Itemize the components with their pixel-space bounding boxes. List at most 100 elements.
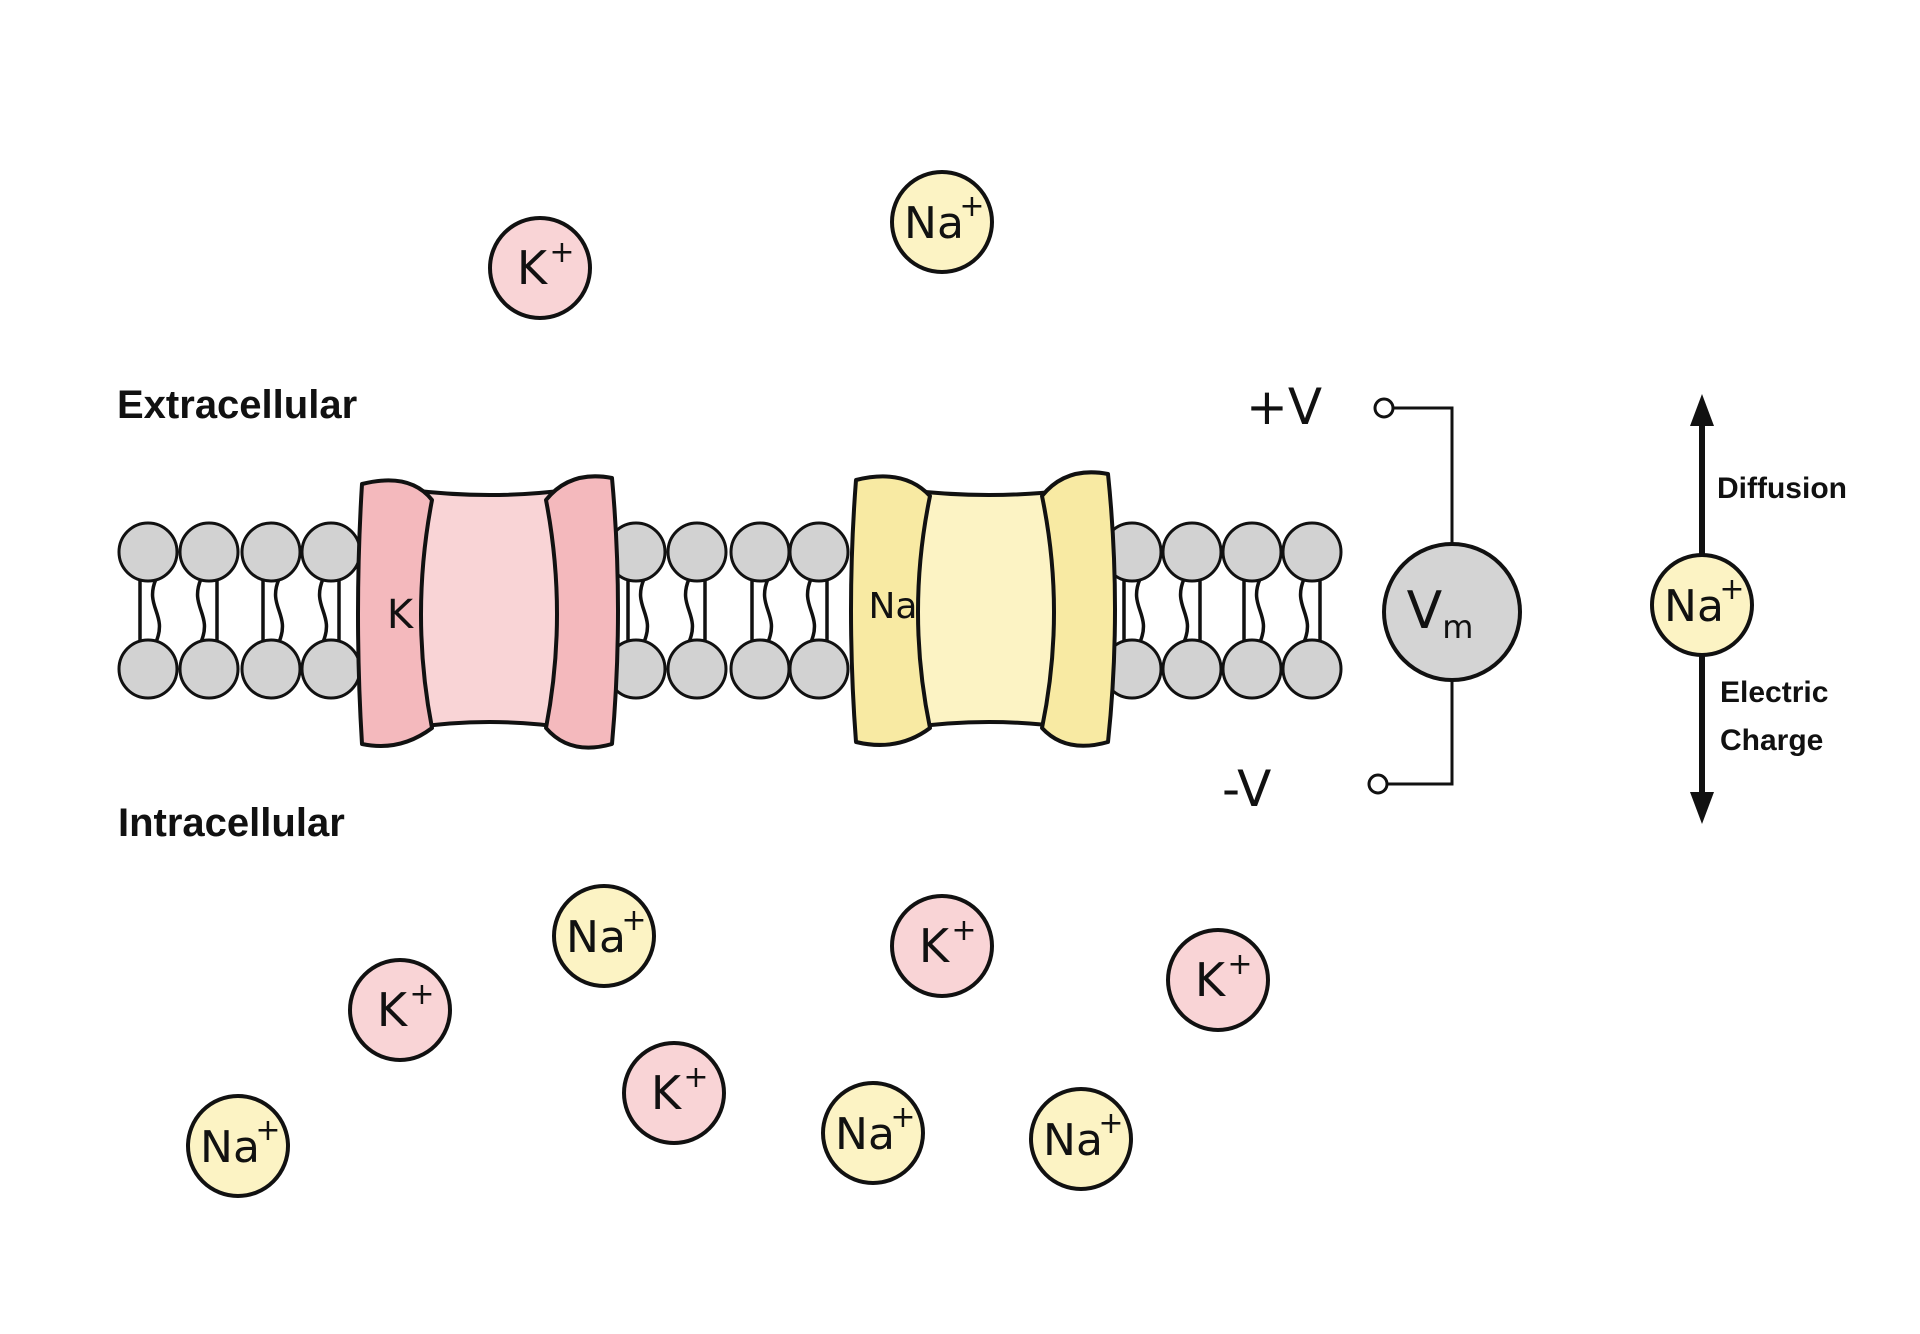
ion-charge: + bbox=[1098, 1106, 1123, 1141]
ion-circle bbox=[1166, 928, 1270, 1032]
lipid-tail bbox=[1134, 578, 1146, 643]
intracellular-label: Intracellular bbox=[118, 801, 345, 845]
ion-charge: + bbox=[959, 189, 984, 224]
lipid-tail bbox=[317, 578, 329, 643]
lipid-head-bottom bbox=[1221, 638, 1283, 700]
sodium-ion: Na+ bbox=[552, 884, 656, 988]
ion-symbol: Na bbox=[566, 912, 626, 963]
ion-charge: + bbox=[951, 913, 976, 948]
voltmeter-symbol: Vm bbox=[1407, 581, 1474, 646]
phospholipid bbox=[300, 521, 362, 700]
phospholipid bbox=[1161, 521, 1223, 700]
phospholipid bbox=[1221, 521, 1283, 700]
voltmeter: Vm +V -V bbox=[1222, 378, 1522, 818]
lipid-tail bbox=[1254, 578, 1266, 643]
lipid-tail bbox=[683, 578, 695, 643]
phospholipid bbox=[666, 521, 728, 700]
sodium-ion: Na+ bbox=[890, 170, 994, 274]
lipid-head-top bbox=[1161, 521, 1223, 583]
lipid-tail bbox=[195, 578, 207, 643]
ion-circle bbox=[186, 1094, 290, 1198]
ion-circle bbox=[1029, 1087, 1133, 1191]
force-legend: Diffusion Electric Charge bbox=[1690, 394, 1847, 824]
ion-symbol: K bbox=[1195, 953, 1227, 1007]
phospholipid bbox=[117, 521, 179, 700]
lipid-head-bottom bbox=[300, 638, 362, 700]
lipid-head-top bbox=[240, 521, 302, 583]
legend-sodium-ion: Na+ bbox=[1650, 553, 1754, 657]
phospholipid bbox=[788, 521, 850, 700]
sodium-channel-label: Na bbox=[869, 586, 918, 627]
voltmeter-dial bbox=[1382, 542, 1522, 682]
potassium-ion: K+ bbox=[348, 958, 452, 1062]
lipid-head-top bbox=[117, 521, 179, 583]
electric-charge-label-line2: Charge bbox=[1720, 724, 1823, 757]
lipid-tail bbox=[762, 578, 774, 643]
lipid-bilayer bbox=[117, 521, 1343, 700]
lipid-head-top bbox=[729, 521, 791, 583]
ion-charge: + bbox=[549, 235, 574, 270]
lipid-head-bottom bbox=[178, 638, 240, 700]
ion-charge: + bbox=[890, 1100, 915, 1135]
ion-circle bbox=[552, 884, 656, 988]
ion-circle bbox=[488, 216, 592, 320]
ion-charge: + bbox=[1719, 572, 1744, 607]
ion-circle bbox=[890, 894, 994, 998]
ion-charge: + bbox=[255, 1113, 280, 1148]
ion-circle bbox=[821, 1081, 925, 1185]
lipid-head-top bbox=[666, 521, 728, 583]
ion-circle bbox=[348, 958, 452, 1062]
phospholipid bbox=[605, 521, 667, 700]
phospholipid bbox=[178, 521, 240, 700]
diffusion-label: Diffusion bbox=[1717, 472, 1847, 505]
ion-charge: + bbox=[683, 1060, 708, 1095]
ions: K+Na+Na+K+K+K+K+Na+Na+Na+Na+ bbox=[186, 170, 1754, 1198]
potassium-channel-label: K bbox=[387, 592, 415, 638]
lipid-head-top bbox=[788, 521, 850, 583]
ion-symbol: Na bbox=[1043, 1115, 1103, 1166]
phospholipid bbox=[729, 521, 791, 700]
extracellular-label: Extracellular bbox=[117, 383, 357, 427]
lipid-head-top bbox=[1221, 521, 1283, 583]
lipid-head-bottom bbox=[788, 638, 850, 700]
lipid-head-bottom bbox=[729, 638, 791, 700]
potassium-ion: K+ bbox=[622, 1041, 726, 1145]
lipid-tail bbox=[273, 578, 285, 643]
phospholipid bbox=[240, 521, 302, 700]
negative-terminal bbox=[1367, 773, 1389, 795]
lipid-head-top bbox=[178, 521, 240, 583]
ion-circle bbox=[622, 1041, 726, 1145]
lipid-head-bottom bbox=[240, 638, 302, 700]
potassium-ion: K+ bbox=[1166, 928, 1270, 1032]
voltmeter-wire-bottom bbox=[1386, 680, 1454, 786]
ion-symbol: Na bbox=[835, 1109, 895, 1160]
lipid-tail bbox=[638, 578, 650, 643]
arrow-down-icon bbox=[1690, 792, 1714, 824]
ion-circle bbox=[890, 170, 994, 274]
lipid-tail bbox=[805, 578, 817, 643]
potassium-ion: K+ bbox=[890, 894, 994, 998]
ion-symbol: K bbox=[517, 241, 549, 295]
lipid-head-bottom bbox=[1281, 638, 1343, 700]
ion-symbol: K bbox=[377, 983, 409, 1037]
voltmeter-wire-top bbox=[1392, 406, 1454, 545]
potassium-channel: K bbox=[356, 474, 620, 750]
lipid-head-top bbox=[300, 521, 362, 583]
positive-voltage-label: +V bbox=[1246, 378, 1322, 436]
arrow-up-icon bbox=[1690, 394, 1714, 426]
lipid-head-bottom bbox=[666, 638, 728, 700]
lipid-head-bottom bbox=[117, 638, 179, 700]
ion-symbol: K bbox=[651, 1066, 683, 1120]
lipid-tail bbox=[1178, 578, 1190, 643]
sodium-channel: Na bbox=[849, 470, 1117, 748]
lipid-head-bottom bbox=[1161, 638, 1223, 700]
ion-circle bbox=[1650, 553, 1754, 657]
lipid-tail bbox=[150, 578, 162, 643]
ion-symbol: Na bbox=[200, 1122, 260, 1173]
potassium-ion: K+ bbox=[488, 216, 592, 320]
electric-charge-label-line1: Electric bbox=[1720, 676, 1828, 709]
negative-voltage-label: -V bbox=[1222, 760, 1271, 818]
ion-charge: + bbox=[1227, 947, 1252, 982]
